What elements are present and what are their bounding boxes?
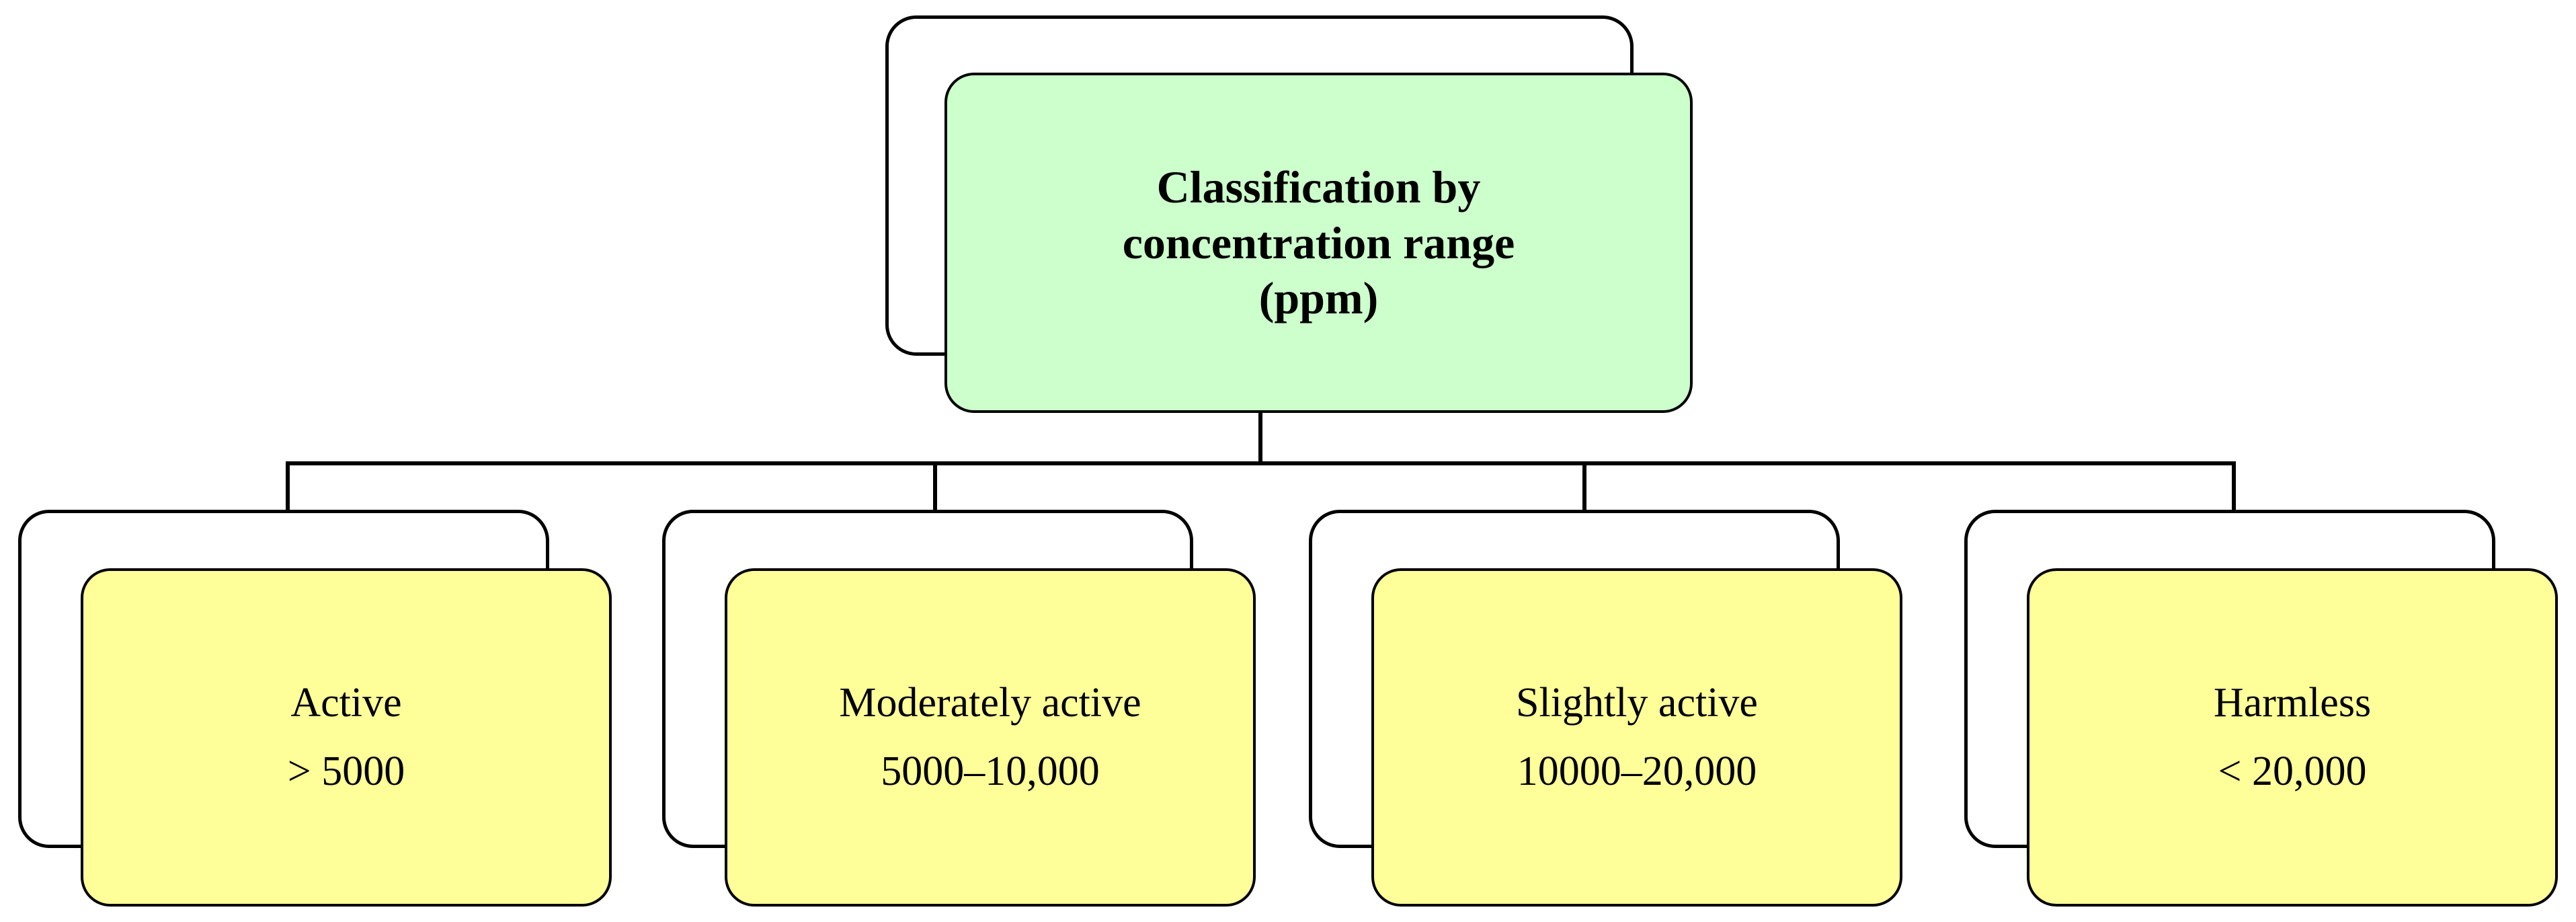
leaf-node-slightly-active-title: Slightly active: [1516, 679, 1758, 726]
connector-drop-moderately-active: [933, 461, 937, 512]
leaf-node-harmless-range: < 20,000: [2218, 748, 2367, 794]
root-node-label-line-1: Classification by: [1156, 161, 1481, 213]
leaf-node-active-range: > 5000: [287, 748, 405, 794]
connector-drop-active: [286, 461, 290, 512]
connector-horizontal-bus: [286, 461, 2236, 465]
leaf-node-harmless-title: Harmless: [2213, 679, 2372, 726]
leaf-node-active-title: Active: [290, 679, 402, 726]
leaf-node-slightly-active-card[interactable]: Slightly active 10000–20,000: [1371, 568, 1902, 907]
leaf-node-active-card[interactable]: Active > 5000: [81, 568, 612, 907]
leaf-node-moderately-active-range: 5000–10,000: [881, 748, 1100, 794]
connector-drop-slightly-active: [1582, 461, 1586, 512]
connector-root-stem: [1258, 413, 1262, 465]
leaf-node-moderately-active-title: Moderately active: [839, 679, 1141, 726]
leaf-node-moderately-active-card[interactable]: Moderately active 5000–10,000: [725, 568, 1256, 907]
leaf-node-slightly-active-range: 10000–20,000: [1517, 748, 1757, 794]
root-node-card[interactable]: Classification by concentration range (p…: [944, 73, 1693, 413]
root-node-label-line-3: (ppm): [1258, 272, 1379, 324]
connector-drop-harmless: [2232, 461, 2236, 512]
root-node-label-line-2: concentration range: [1122, 217, 1515, 268]
leaf-node-harmless-card[interactable]: Harmless < 20,000: [2027, 568, 2558, 907]
